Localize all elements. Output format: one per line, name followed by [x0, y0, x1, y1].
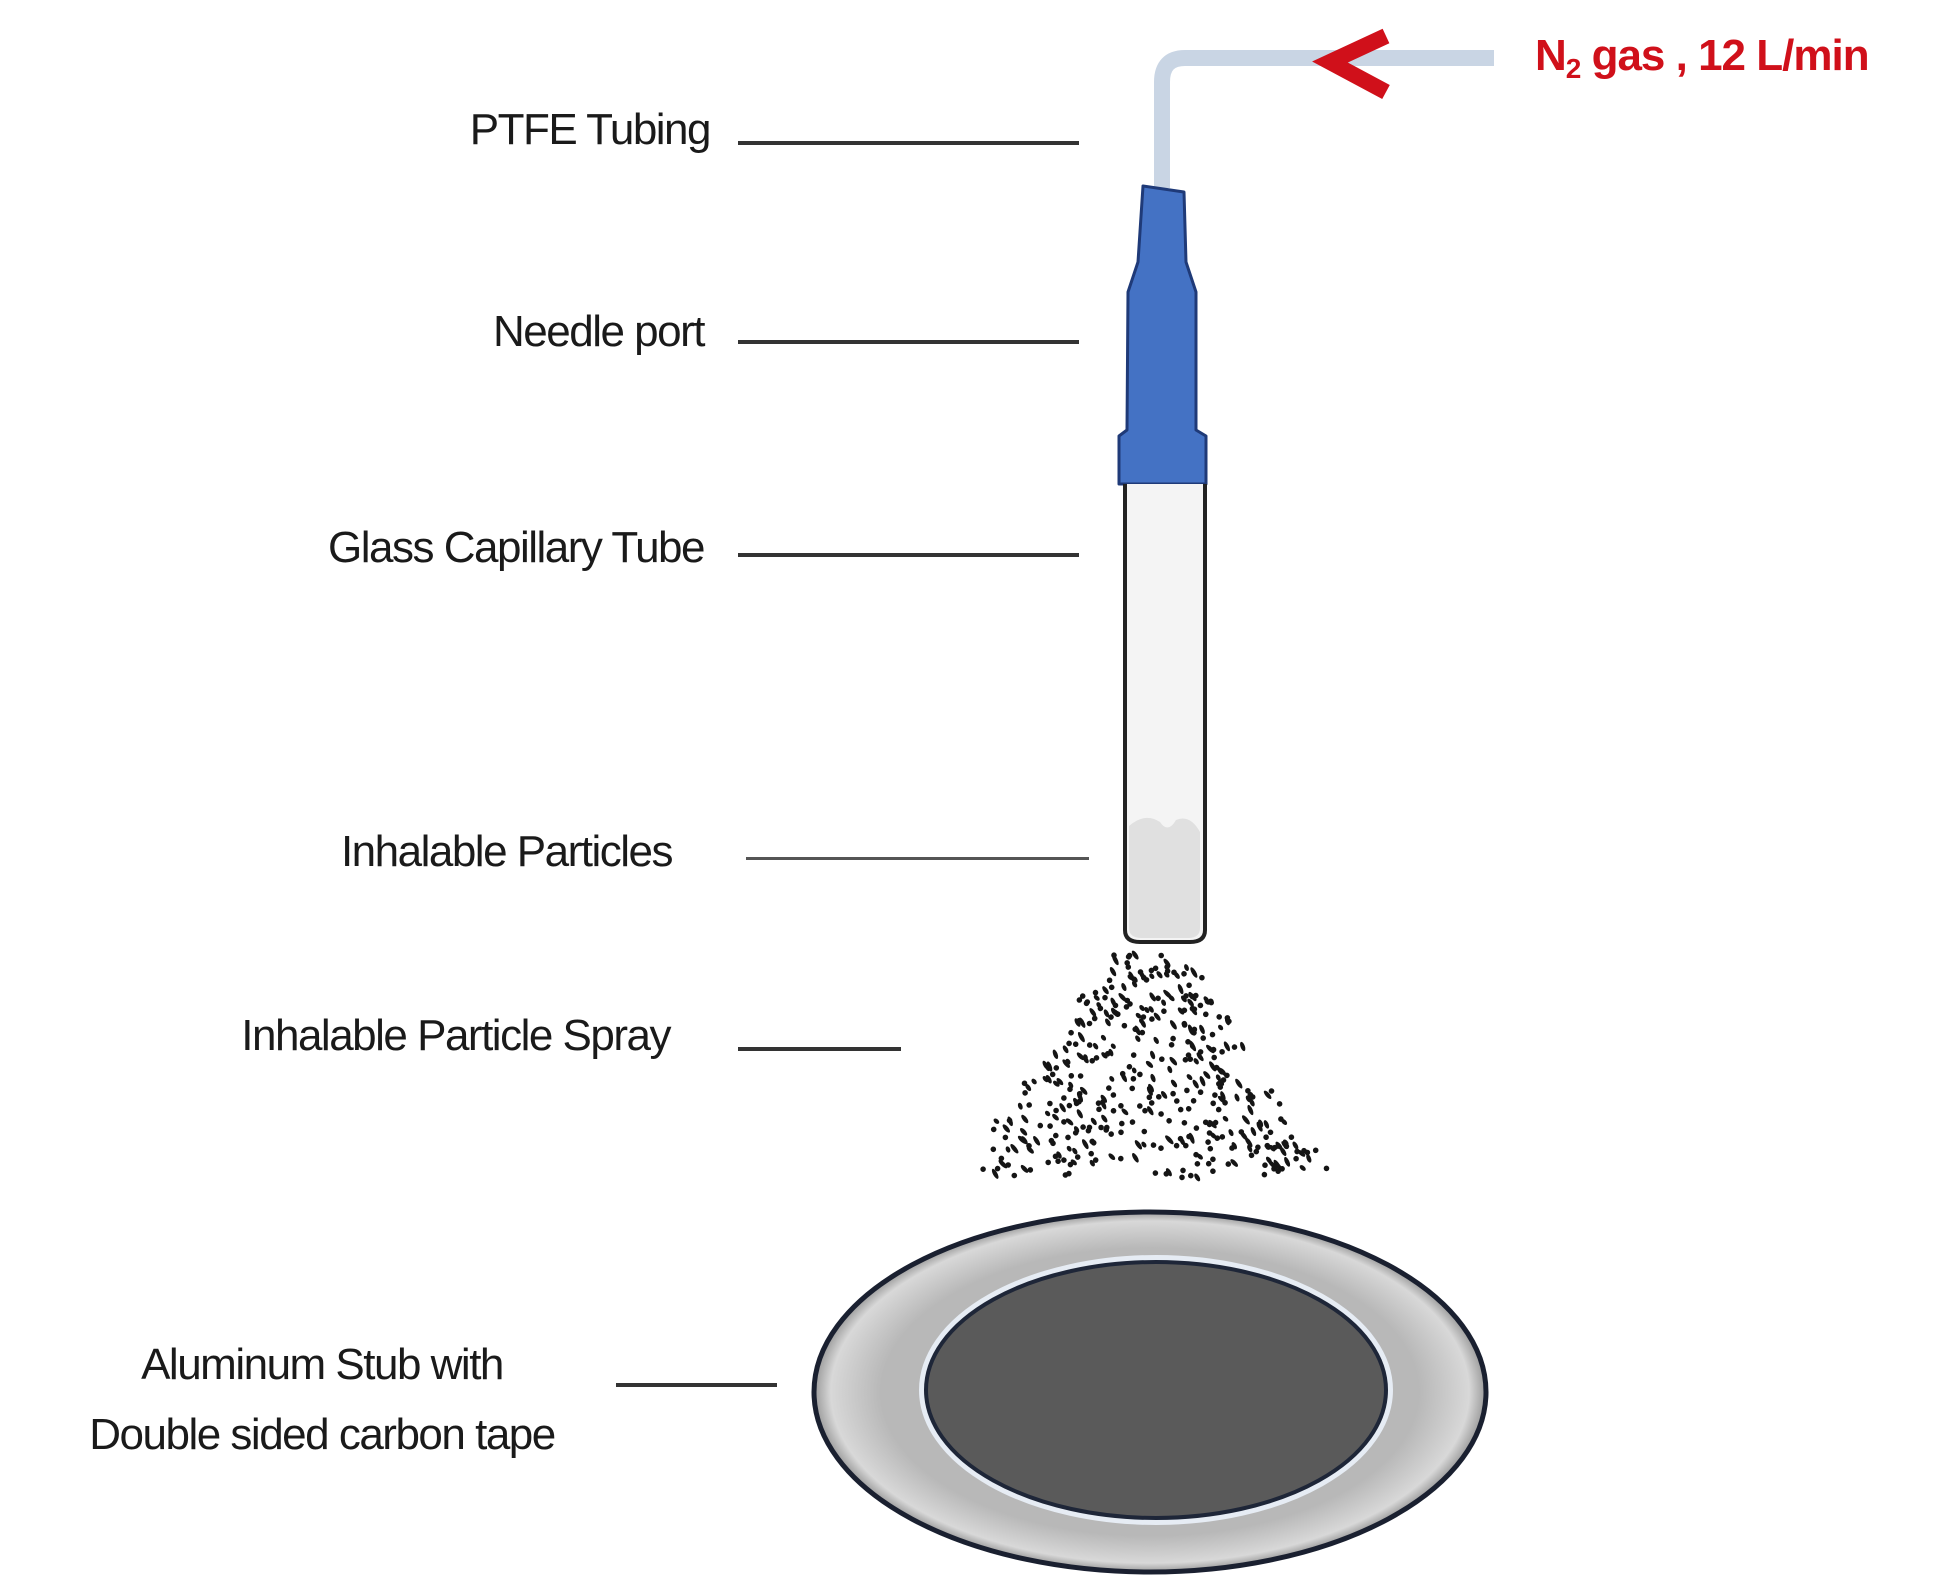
- label-ptfe-tubing: PTFE Tubing: [469, 105, 712, 154]
- ptfe-tubing: [1154, 50, 1494, 188]
- leader-line-needle-port: [738, 340, 1079, 344]
- label-aluminum-stub-line2: Double sided carbon tape: [89, 1410, 556, 1459]
- gas-subscript: 2: [1565, 53, 1582, 84]
- leader-line-inhalable-particle-spray: [738, 1047, 901, 1051]
- label-needle-port: Needle port: [493, 307, 705, 356]
- carbon-tape: [924, 1260, 1388, 1520]
- particle-spray: [980, 950, 1330, 1182]
- aluminum-stub: [811, 1209, 1489, 1575]
- leader-line-glass-capillary-tube: [738, 553, 1079, 557]
- label-aluminum-stub-line1: Aluminum Stub with: [141, 1340, 504, 1389]
- label-inhalable-particles: Inhalable Particles: [340, 827, 674, 876]
- gas-inlet-arrow-icon: [1312, 28, 1390, 100]
- label-inhalable-particle-spray: Inhalable Particle Spray: [241, 1011, 671, 1060]
- leader-line-inhalable-particles: [746, 857, 1089, 860]
- gas-species: N: [1535, 31, 1567, 80]
- needle-port: [1117, 184, 1208, 486]
- leader-line-aluminum-stub: [616, 1383, 777, 1387]
- gas-flow-label: N2 gas , 12 L/min: [1535, 31, 1870, 84]
- label-glass-capillary-tube: Glass Capillary Tube: [328, 523, 705, 572]
- label-aluminum-stub: Aluminum Stub with Double sided carbon t…: [12, 1330, 632, 1470]
- leader-line-ptfe-tubing: [738, 141, 1079, 145]
- gas-flow-rate: gas , 12 L/min: [1580, 31, 1870, 80]
- glass-capillary-tube: [1123, 484, 1207, 944]
- inhalable-particles-powder: [1129, 817, 1200, 938]
